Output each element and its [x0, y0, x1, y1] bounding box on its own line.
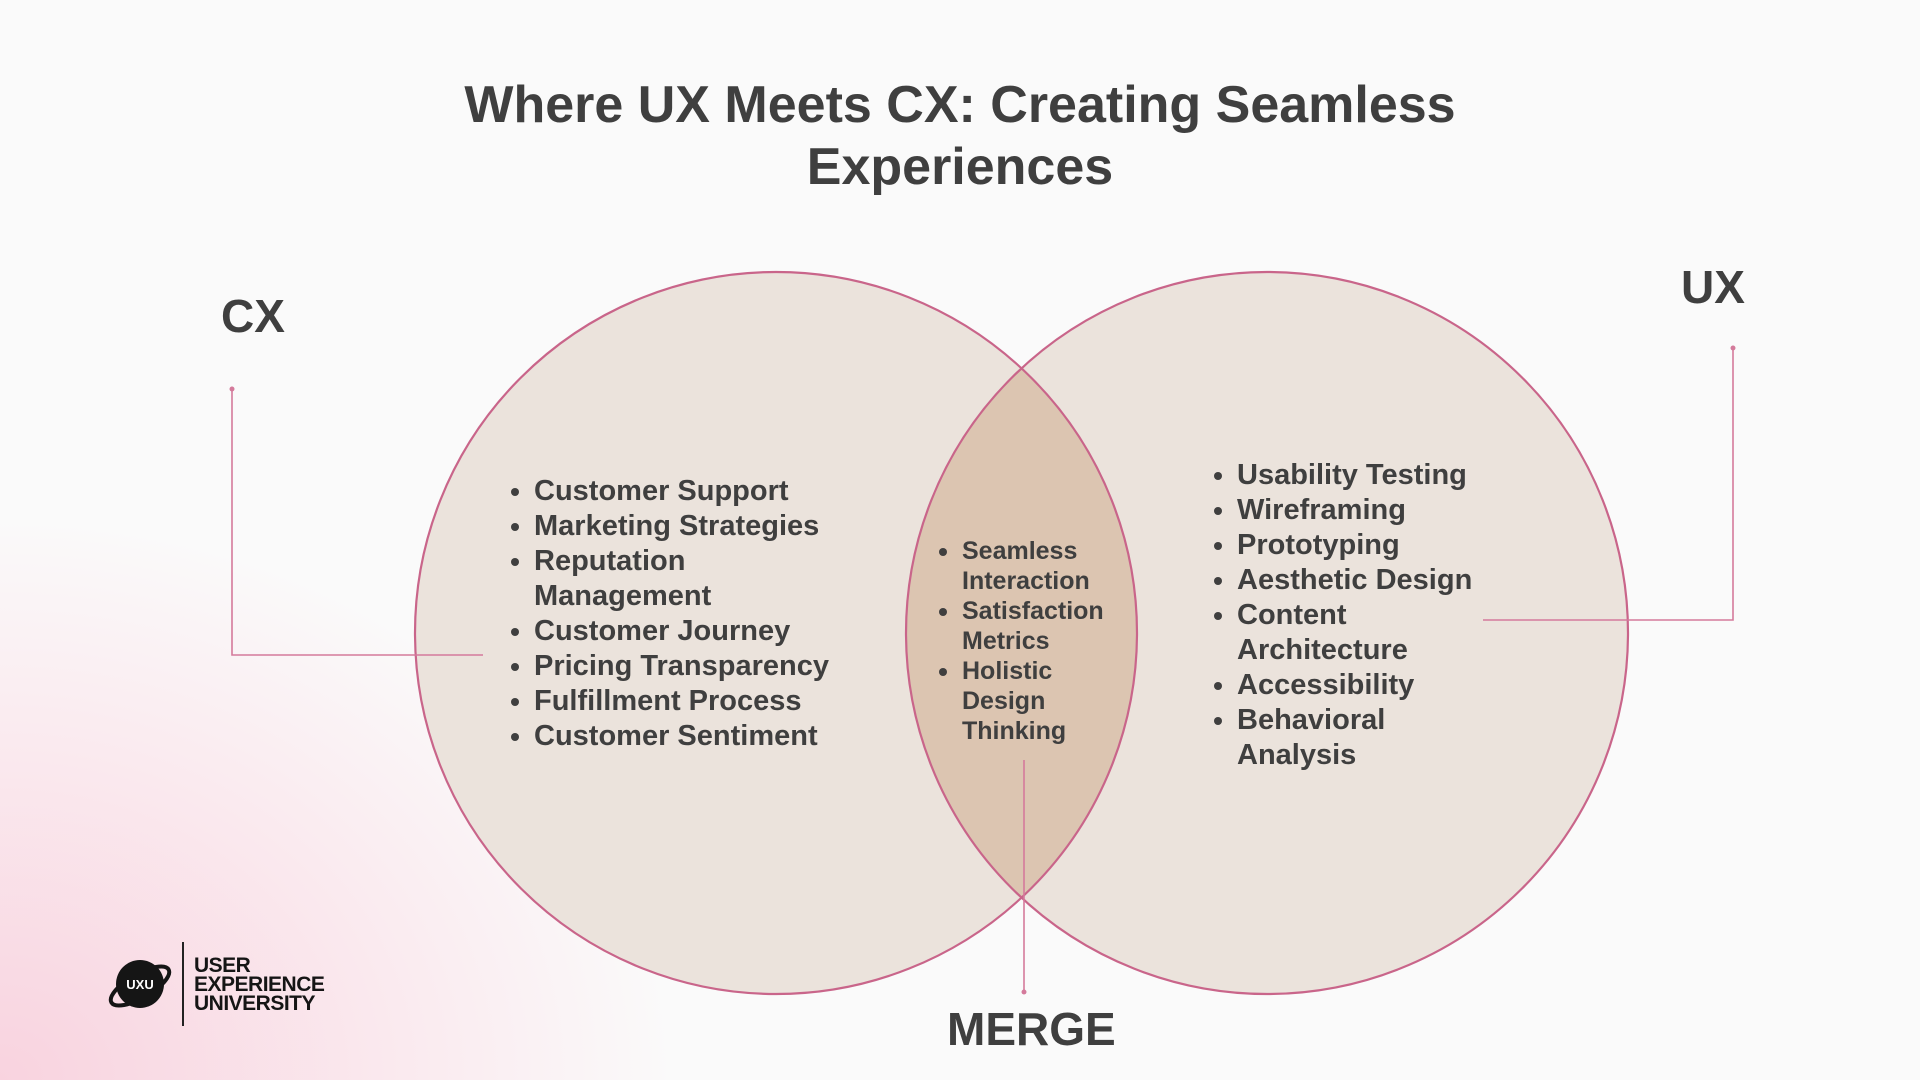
- list-item: Wireframing: [1210, 493, 1540, 528]
- list-item: Aesthetic Design: [1210, 563, 1540, 598]
- intersection-region: [906, 272, 1137, 994]
- ux-items-list: Usability Testing Wireframing Prototypin…: [1210, 458, 1540, 773]
- title-line-1: Where UX Meets CX: Creating Seamless: [464, 76, 1456, 134]
- cx-items-list: Customer Support Marketing Strategies Re…: [507, 474, 907, 754]
- uxu-logo: UXU USER EXPERIENCE UNIVERSITY: [106, 942, 325, 1026]
- list-item: Accessibility: [1210, 668, 1540, 703]
- cx-circle-outline: [413, 270, 1139, 996]
- list-item: Seamless Interaction: [935, 536, 1102, 596]
- merge-items-list: Seamless Interaction Satisfaction Metric…: [935, 536, 1135, 746]
- merge-connector: [1021, 760, 1027, 995]
- logo-mark-text: UXU: [126, 977, 153, 992]
- list-item: Customer Journey: [507, 614, 907, 649]
- list-item: Marketing Strategies: [507, 509, 907, 544]
- page-title: Where UX Meets CX: Creating Seamless Exp…: [0, 74, 1920, 198]
- list-item: Holistic Design Thinking: [935, 656, 1072, 746]
- title-line-2: Experiences: [806, 138, 1114, 196]
- ux-label: UX: [1681, 261, 1745, 313]
- logo-divider: [182, 942, 184, 1026]
- merge-label: MERGE: [947, 1003, 1116, 1055]
- list-item: Content Architecture: [1210, 598, 1447, 668]
- logo-line-2: EXPERIENCE: [194, 972, 325, 996]
- list-item: Prototyping: [1210, 528, 1540, 563]
- planet-icon: UXU: [108, 960, 172, 1008]
- list-item: Usability Testing: [1210, 458, 1540, 493]
- list-item: Behavioral Analysis: [1210, 703, 1427, 773]
- list-item: Customer Support: [507, 474, 907, 509]
- list-item: Customer Sentiment: [507, 719, 907, 754]
- logo-wordmark: USER EXPERIENCE UNIVERSITY: [194, 953, 325, 1015]
- list-item: Fulfillment Process: [507, 684, 907, 719]
- ux-circle-outline: [904, 270, 1630, 996]
- list-item: Satisfaction Metrics: [935, 596, 1122, 656]
- logo-line-1: USER: [194, 953, 251, 977]
- logo-line-3: UNIVERSITY: [194, 991, 316, 1015]
- list-item: Reputation Management: [507, 544, 744, 614]
- cx-connector: [229, 386, 483, 656]
- ux-connector: [1483, 345, 1736, 621]
- cx-label: CX: [221, 290, 285, 342]
- list-item: Pricing Transparency: [507, 649, 907, 684]
